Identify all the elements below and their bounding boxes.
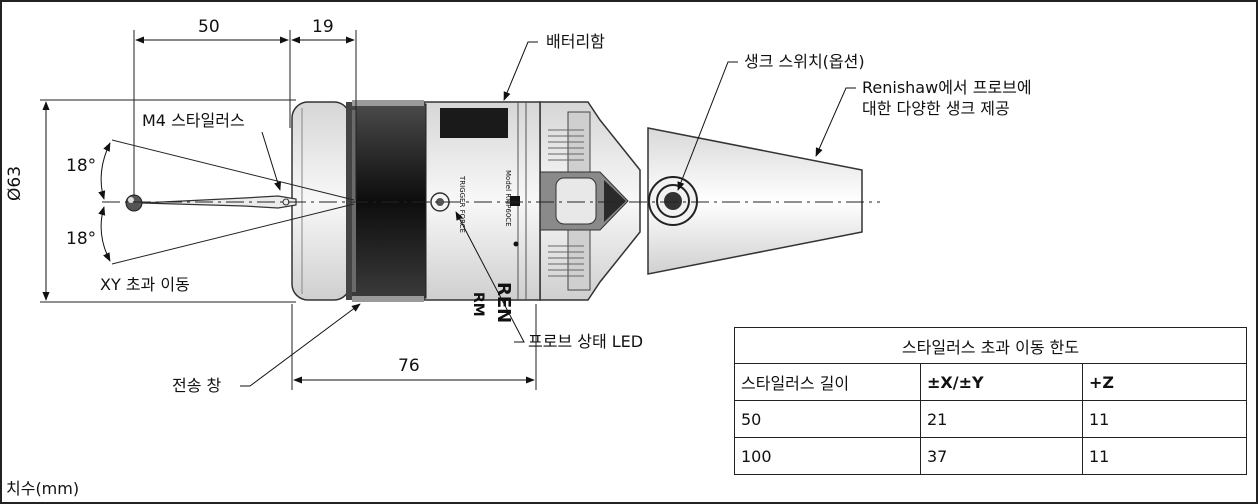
leader-shanks: [815, 87, 856, 157]
overtravel-lines: [111, 139, 355, 265]
battery-housing: [423, 101, 541, 301]
table-cell: 11: [1081, 437, 1248, 475]
table-cell: 21: [920, 400, 1083, 438]
angle-top-label: 18°: [66, 156, 97, 176]
leader-stylus: [261, 131, 282, 191]
overtravel-label: XY 초과 이동: [100, 275, 190, 294]
status-led-label: 프로브 상태 LED: [528, 332, 644, 351]
stylus-label: M4 스타일러스: [142, 111, 245, 130]
extension-lines: [40, 30, 537, 390]
dim-diameter-label: Ø63: [5, 165, 25, 201]
leader-status-led: [455, 211, 525, 343]
table-title: 스타일러스 초과 이동 한도: [733, 327, 1248, 364]
leader-window: [240, 303, 361, 387]
dim-50-label: 50: [198, 17, 220, 37]
front-cap: [291, 101, 352, 301]
shank-cone: [647, 127, 863, 275]
table-header-row: 스타일러스 길이 ±X/±Y +Z: [734, 363, 1248, 401]
table-row: 100 37 11: [734, 437, 1248, 475]
shank-switch: [648, 176, 698, 226]
leader-shank-switch: [677, 61, 738, 191]
units-label: 치수(mm): [6, 479, 80, 498]
trigger-caption: TRIGGER FORCE: [458, 175, 466, 233]
shank-flange: [539, 101, 641, 301]
dim-76-label: 76: [398, 356, 420, 376]
shanks-label-line1: Renishaw에서 프로브에: [862, 78, 1032, 97]
stylus-ball: [125, 194, 143, 212]
probe-main-body: [346, 100, 427, 302]
dim-19-label: 19: [312, 17, 334, 37]
overtravel-limits-table: 스타일러스 초과 이동 한도 스타일러스 길이 ±X/±Y +Z 50 21 1…: [733, 327, 1248, 475]
window-label: 전송 창: [172, 376, 222, 395]
stylus: [125, 194, 297, 212]
table-row: 50 21 11: [734, 400, 1248, 438]
switch-caption: Model RMP60CE: [504, 170, 512, 227]
brand-text: REN: [493, 282, 514, 323]
angle-arc-bottom: [98, 206, 111, 262]
leader-battery: [503, 41, 538, 101]
battery-label: 배터리함: [546, 32, 605, 51]
header-xy: ±X/±Y: [920, 363, 1083, 401]
table-cell: 11: [1081, 400, 1248, 438]
table-cell: 37: [920, 437, 1083, 475]
angle-bottom-label: 18°: [66, 229, 97, 249]
shank-switch-label: 생크 스위치(옵션): [744, 52, 865, 71]
header-z: +Z: [1081, 363, 1248, 401]
model-text: RM: [470, 292, 486, 317]
table-title-row: 스타일러스 초과 이동 한도: [733, 327, 1248, 364]
table-cell: 100: [734, 437, 921, 475]
shanks-label-line2: 대한 다양한 생크 제공: [862, 99, 1010, 118]
header-stylus-length: 스타일러스 길이: [734, 363, 921, 401]
table-cell: 50: [734, 400, 921, 438]
angle-arc-top: [98, 142, 111, 200]
